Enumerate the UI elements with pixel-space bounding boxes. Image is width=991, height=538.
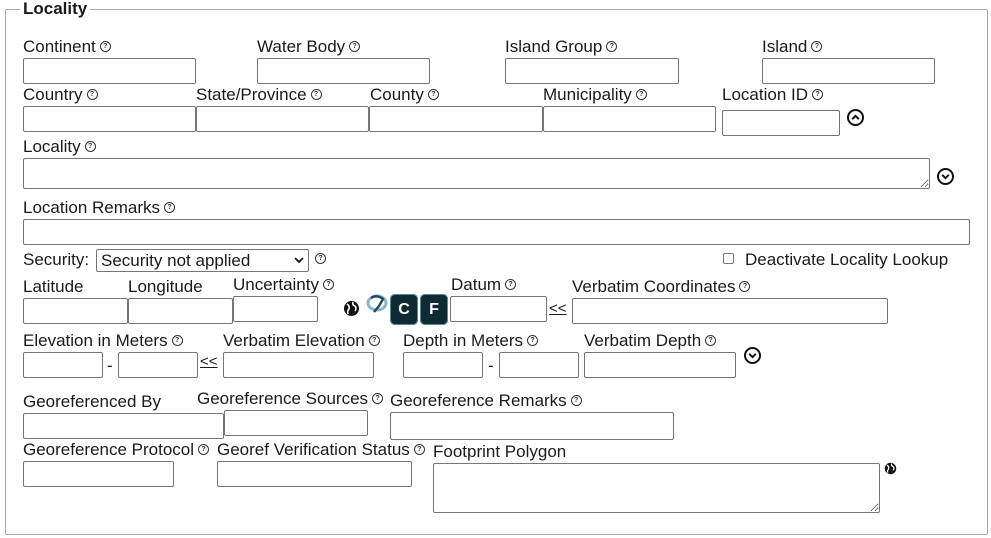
help-icon[interactable]: ? xyxy=(505,279,517,290)
elevation-meters-label: Elevation in Meters? xyxy=(23,332,183,350)
help-icon[interactable]: ? xyxy=(372,393,384,404)
help-icon[interactable]: ? xyxy=(739,281,751,292)
water-body-input[interactable] xyxy=(257,58,430,84)
help-icon[interactable]: ? xyxy=(635,89,647,100)
verbatim-elevation-input[interactable] xyxy=(223,352,374,378)
georeference-remarks-input[interactable] xyxy=(390,412,674,440)
georeference-remarks-label: Georeference Remarks? xyxy=(390,392,582,410)
uncertainty-label: Uncertainty? xyxy=(233,276,334,294)
deactivate-lookup-checkbox[interactable] xyxy=(723,253,734,264)
elevation-range-dash: - xyxy=(107,356,113,375)
help-icon[interactable]: ? xyxy=(413,444,425,455)
help-icon[interactable]: ? xyxy=(164,202,176,213)
state-province-label: State/Province? xyxy=(196,86,322,104)
county-input[interactable] xyxy=(369,106,543,132)
help-icon[interactable]: ? xyxy=(368,335,380,346)
georeference-sources-input[interactable] xyxy=(224,410,368,436)
help-icon[interactable]: ? xyxy=(606,41,618,52)
island-input[interactable] xyxy=(762,58,935,84)
water-body-label: Water Body? xyxy=(257,38,361,56)
state-province-input[interactable] xyxy=(196,106,369,132)
datum-input[interactable] xyxy=(450,296,547,322)
max-depth-input[interactable] xyxy=(499,352,579,378)
footprint-polygon-label: Footprint Polygon xyxy=(433,442,567,461)
help-icon[interactable]: ? xyxy=(322,279,334,290)
c-button[interactable]: C xyxy=(390,294,418,325)
help-icon[interactable]: ? xyxy=(427,89,439,100)
datum-label: Datum? xyxy=(451,276,517,294)
location-remarks-input[interactable] xyxy=(23,219,970,245)
chevron-up-circle-icon[interactable] xyxy=(847,109,864,126)
verbatim-coordinates-label: Verbatim Coordinates? xyxy=(572,278,751,296)
county-label: County? xyxy=(370,86,439,104)
georef-verification-status-input[interactable] xyxy=(217,461,412,487)
help-icon[interactable]: ? xyxy=(811,41,823,52)
help-icon[interactable]: ? xyxy=(310,89,322,100)
continent-label: Continent? xyxy=(23,38,111,56)
min-depth-input[interactable] xyxy=(403,352,483,378)
copy-verbatim-elevation-link[interactable]: << xyxy=(200,353,218,370)
georeference-tool-icon[interactable] xyxy=(365,292,389,316)
chevron-down-icon xyxy=(294,257,304,264)
deactivate-lookup-label: Deactivate Locality Lookup xyxy=(745,250,949,269)
chevron-down-circle-icon[interactable] xyxy=(744,347,761,364)
globe-icon[interactable] xyxy=(343,300,360,317)
verbatim-depth-input[interactable] xyxy=(584,352,736,378)
help-icon[interactable]: ? xyxy=(84,141,96,152)
chevron-down-circle-icon[interactable] xyxy=(937,168,954,185)
min-elevation-input[interactable] xyxy=(23,352,103,378)
security-label: Security: xyxy=(23,250,90,269)
security-selected-value: Security not applied xyxy=(101,251,251,270)
country-input[interactable] xyxy=(23,106,196,132)
location-id-input[interactable] xyxy=(722,110,840,136)
uncertainty-input[interactable] xyxy=(233,296,318,322)
georeferenced-by-label: Georeferenced By xyxy=(23,392,161,411)
island-label: Island? xyxy=(762,38,823,56)
verbatim-elevation-label: Verbatim Elevation? xyxy=(223,332,380,350)
help-icon[interactable]: ? xyxy=(570,395,582,406)
country-label: Country? xyxy=(23,86,98,104)
globe-icon[interactable] xyxy=(884,462,897,475)
municipality-input[interactable] xyxy=(543,106,716,132)
georef-verification-status-label: Georef Verification Status? xyxy=(217,441,425,459)
f-button[interactable]: F xyxy=(420,294,448,325)
longitude-label: Longitude xyxy=(128,277,203,296)
copy-verbatim-coordinates-link[interactable]: << xyxy=(549,300,567,317)
locality-fieldset xyxy=(5,9,988,535)
fieldset-legend: Locality xyxy=(20,0,91,18)
depth-range-dash: - xyxy=(488,356,494,375)
help-icon[interactable]: ? xyxy=(349,41,361,52)
georeference-sources-label: Georeference Sources? xyxy=(197,390,384,408)
island-group-input[interactable] xyxy=(505,58,679,84)
help-icon[interactable]: ? xyxy=(812,89,823,100)
island-group-label: Island Group? xyxy=(505,38,618,56)
latitude-label: Latitude xyxy=(23,277,84,296)
verbatim-depth-label: Verbatim Depth? xyxy=(584,332,717,350)
help-icon[interactable]: ? xyxy=(705,335,717,346)
georeference-protocol-label: Georeference Protocol? xyxy=(23,441,210,459)
help-icon[interactable]: ? xyxy=(99,41,111,52)
longitude-input[interactable] xyxy=(128,298,233,324)
security-select[interactable]: Security not applied xyxy=(96,249,309,272)
location-remarks-label: Location Remarks? xyxy=(23,199,176,217)
help-icon[interactable]: ? xyxy=(86,89,98,100)
locality-textarea[interactable] xyxy=(23,158,930,189)
depth-meters-label: Depth in Meters? xyxy=(403,332,538,350)
continent-input[interactable] xyxy=(23,58,196,84)
help-icon[interactable]: ? xyxy=(315,253,326,264)
max-elevation-input[interactable] xyxy=(118,352,198,378)
georeferenced-by-input[interactable] xyxy=(23,413,224,439)
help-icon[interactable]: ? xyxy=(171,335,183,346)
location-id-label: Location ID? xyxy=(722,86,823,104)
latitude-input[interactable] xyxy=(23,298,128,324)
help-icon[interactable]: ? xyxy=(527,335,538,346)
municipality-label: Municipality? xyxy=(543,86,647,104)
locality-label: Locality? xyxy=(23,138,96,156)
help-icon[interactable]: ? xyxy=(198,444,210,455)
footprint-polygon-textarea[interactable] xyxy=(433,463,880,513)
georeference-protocol-input[interactable] xyxy=(23,461,174,487)
verbatim-coordinates-input[interactable] xyxy=(572,298,888,324)
